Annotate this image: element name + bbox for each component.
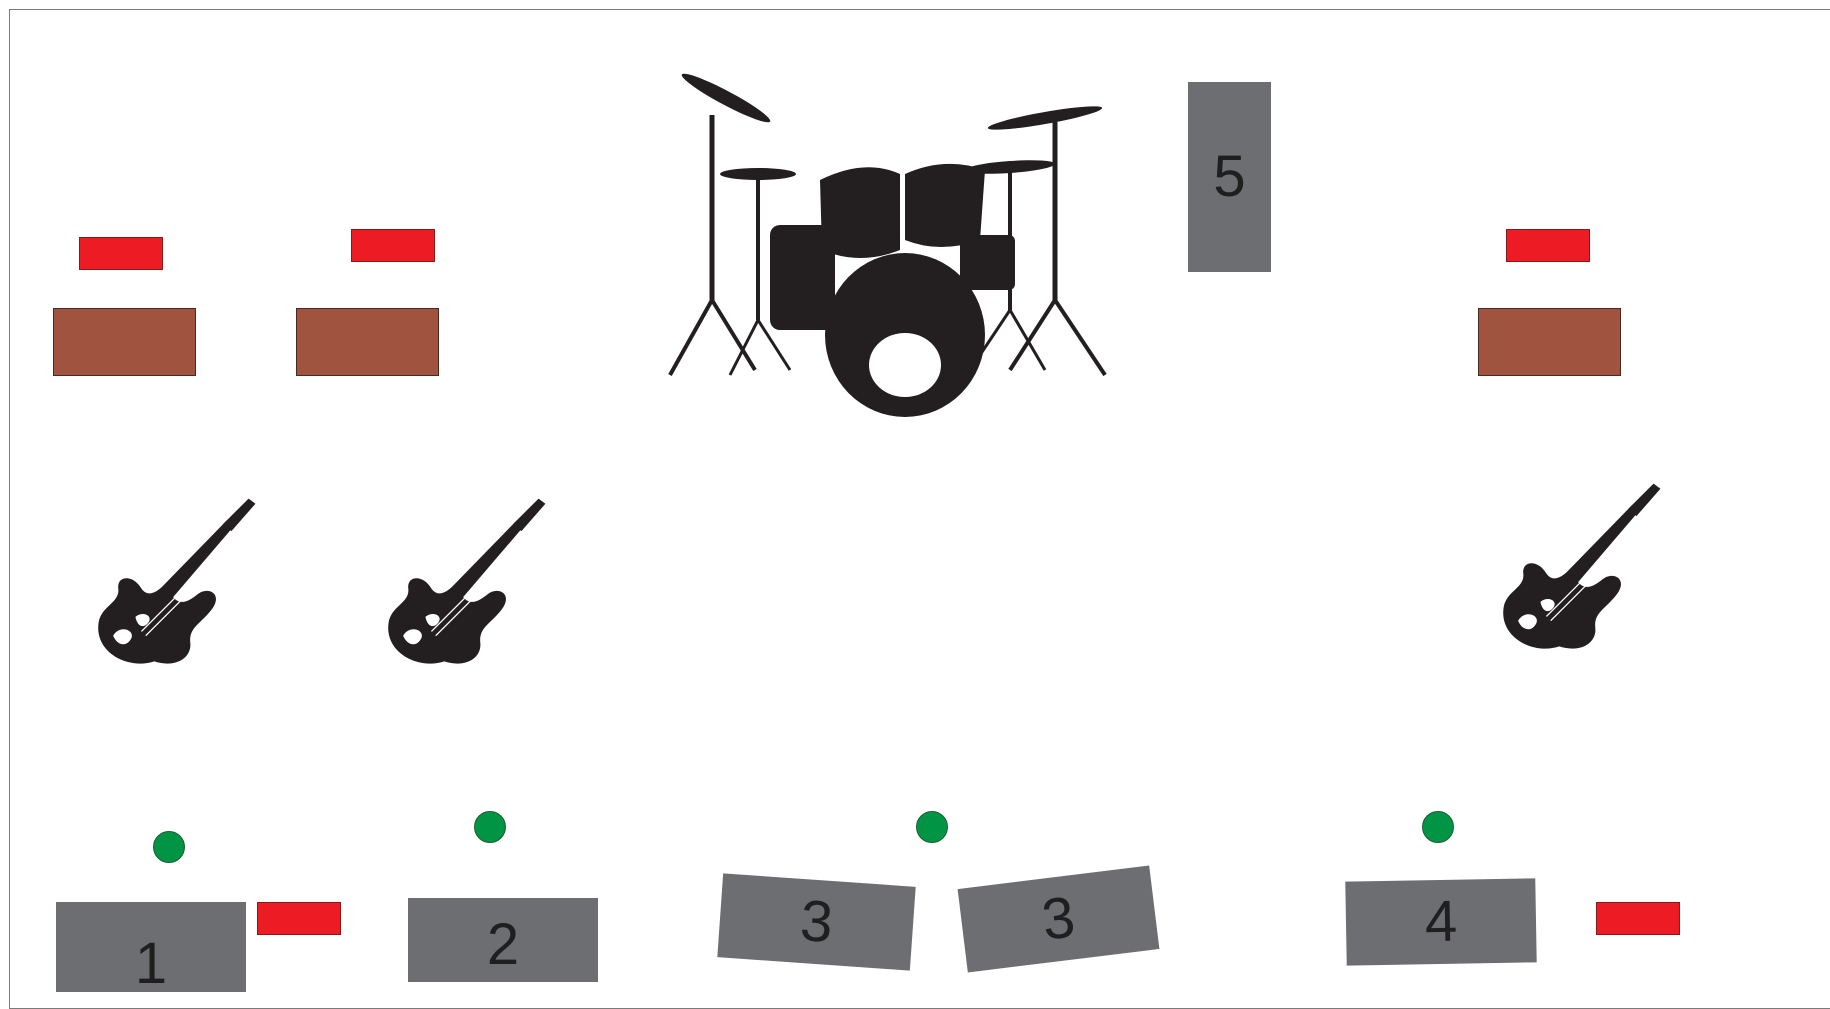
- guitar-amp-2: [296, 308, 439, 376]
- di-box-2: [351, 229, 435, 262]
- vocal-mic-2: [474, 811, 506, 843]
- di-box-4: [257, 902, 341, 935]
- monitor-2: 2: [408, 898, 598, 982]
- vocal-mic-1: [153, 831, 185, 863]
- monitor-5-label: 5: [1213, 148, 1245, 206]
- monitor-1-label: 1: [135, 901, 167, 993]
- electric-guitar-icon-2: [370, 490, 570, 670]
- electric-guitar-icon-3: [1485, 475, 1685, 655]
- di-box-1: [79, 237, 163, 270]
- monitor-4: 4: [1345, 878, 1536, 965]
- electric-guitar-icon-1: [80, 490, 280, 670]
- monitor-1: 1: [56, 902, 246, 992]
- guitar-amp-1: [53, 308, 196, 376]
- vocal-mic-3: [916, 811, 948, 843]
- vocal-mic-4: [1422, 811, 1454, 843]
- monitor-3-right-label: 3: [1039, 888, 1078, 949]
- di-box-3: [1506, 229, 1590, 262]
- drum-kit-icon: [660, 70, 1120, 430]
- guitar-amp-3: [1478, 308, 1621, 376]
- di-box-5: [1596, 902, 1680, 935]
- monitor-2-label: 2: [487, 906, 519, 974]
- monitor-3-left-label: 3: [798, 892, 834, 952]
- monitor-4-label: 4: [1424, 893, 1457, 952]
- monitor-3-left: 3: [717, 873, 915, 970]
- monitor-5: 5: [1188, 82, 1271, 272]
